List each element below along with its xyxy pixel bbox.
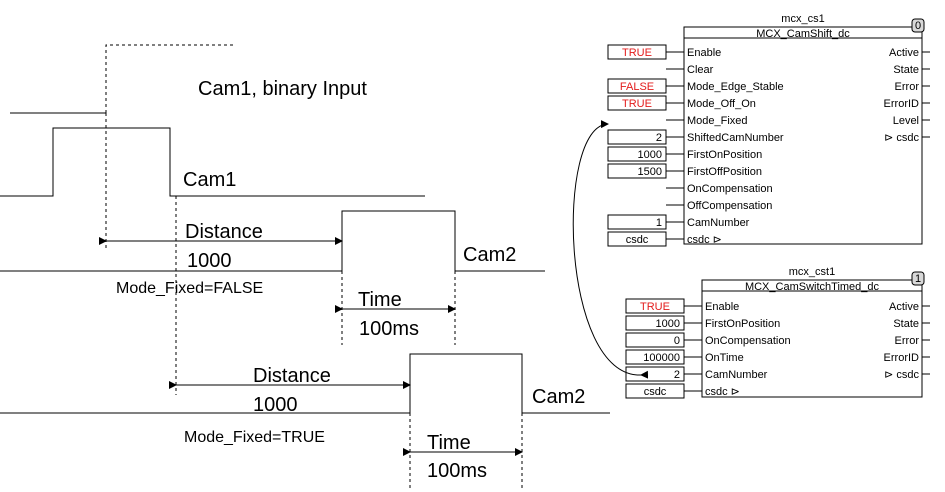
block-index-badge (911, 18, 925, 33)
input-label-csdc: csdc ⊳ (705, 386, 740, 398)
output-label-state: State (893, 64, 919, 76)
cam1-output-signal (0, 127, 425, 197)
output-label-active: Active (889, 301, 919, 313)
block-index-label: 0 (915, 20, 921, 32)
input-value-enable: TRUE (640, 301, 670, 313)
block-instance-name: mcx_cst1 (789, 266, 835, 278)
distance-label-upper: Distance (185, 221, 263, 243)
time-value-lower: 100ms (427, 460, 487, 482)
distance-value-upper: 1000 (187, 250, 232, 272)
cam2-label-lower: Cam2 (532, 386, 585, 408)
input-label-enable: Enable (705, 301, 739, 313)
input-label-enable: Enable (687, 47, 721, 59)
cam1-label: Cam1 (183, 169, 236, 191)
input-label-oncompensation: OnCompensation (687, 183, 773, 195)
input-label-clear: Clear (687, 64, 714, 76)
input-label-mode-off-on: Mode_Off_On (687, 98, 756, 110)
input-value-mode-edge-stable: FALSE (620, 81, 654, 93)
function-block-camshift[interactable]: mcx_cs1MCX_CamShift_dc0EnableTRUEClearMo… (607, 13, 930, 247)
cam1-input-label: Cam1, binary Input (198, 78, 367, 100)
input-value-csdc: csdc (626, 234, 649, 246)
input-value-enable: TRUE (622, 47, 652, 59)
mode-fixed-true-label: Mode_Fixed=TRUE (184, 429, 325, 446)
block-type-name: MCX_CamSwitchTimed_dc (745, 281, 880, 293)
distance-value-lower: 1000 (253, 394, 298, 416)
input-label-offcompensation: OffCompensation (687, 200, 772, 212)
cam2-label-upper: Cam2 (463, 244, 516, 266)
cam1-input-rising-edge (105, 44, 235, 113)
input-label-firstonposition: FirstOnPosition (687, 149, 762, 161)
timing-labels: Cam1, binary Input Cam1 Distance 1000 Ca… (116, 78, 585, 482)
output-label-csdc: ⊳ csdc (884, 369, 919, 381)
input-label-oncompensation: OnCompensation (705, 335, 791, 347)
input-value-camnumber: 1 (656, 217, 662, 229)
block-instance-name: mcx_cs1 (781, 13, 824, 25)
input-label-camnumber: CamNumber (705, 369, 768, 381)
input-value-box-mode-edge-stable[interactable] (607, 78, 667, 94)
distance-label-lower: Distance (253, 365, 331, 387)
output-label-errorid: ErrorID (884, 98, 920, 110)
input-value-box-enable[interactable] (607, 44, 667, 60)
time-value-upper: 100ms (359, 318, 419, 340)
input-label-csdc: csdc ⊳ (687, 234, 722, 246)
input-label-shiftedcamnumber: ShiftedCamNumber (687, 132, 784, 144)
input-value-firstoffposition: 1500 (638, 166, 662, 178)
input-value-oncompensation: 0 (674, 335, 680, 347)
output-label-error: Error (895, 335, 920, 347)
input-value-box-csdc[interactable] (625, 383, 685, 399)
cam2-signal-upper (0, 210, 545, 272)
output-label-active: Active (889, 47, 919, 59)
output-label-level: Level (893, 115, 919, 127)
block-index-label: 1 (915, 273, 921, 285)
input-label-ontime: OnTime (705, 352, 744, 364)
mode-fixed-false-label: Mode_Fixed=FALSE (116, 280, 263, 297)
input-value-mode-off-on: TRUE (622, 98, 652, 110)
block-type-name: MCX_CamShift_dc (756, 28, 850, 40)
input-value-ontime: 100000 (643, 352, 680, 364)
input-label-firstoffposition: FirstOffPosition (687, 166, 762, 178)
output-label-state: State (893, 318, 919, 330)
block-index-badge (911, 271, 925, 286)
input-value-box-mode-off-on[interactable] (607, 95, 667, 111)
output-label-errorid: ErrorID (884, 352, 920, 364)
input-label-camnumber: CamNumber (687, 217, 750, 229)
input-label-firstonposition: FirstOnPosition (705, 318, 780, 330)
output-label-csdc: ⊳ csdc (884, 132, 919, 144)
input-value-firstonposition: 1000 (656, 318, 680, 330)
time-label-lower: Time (427, 432, 471, 454)
cam2-signal-lower (0, 353, 610, 414)
input-value-csdc: csdc (644, 386, 667, 398)
timing-diagram (0, 44, 610, 488)
input-label-mode-fixed: Mode_Fixed (687, 115, 748, 127)
input-label-mode-edge-stable: Mode_Edge_Stable (687, 81, 784, 93)
input-value-camnumber: 2 (674, 369, 680, 381)
output-label-error: Error (895, 81, 920, 93)
input-value-shiftedcamnumber: 2 (656, 132, 662, 144)
connection-curve (572, 120, 649, 379)
block-body[interactable] (683, 26, 923, 245)
time-label-upper: Time (358, 289, 402, 311)
input-value-firstonposition: 1000 (638, 149, 662, 161)
block-body[interactable] (701, 279, 923, 398)
